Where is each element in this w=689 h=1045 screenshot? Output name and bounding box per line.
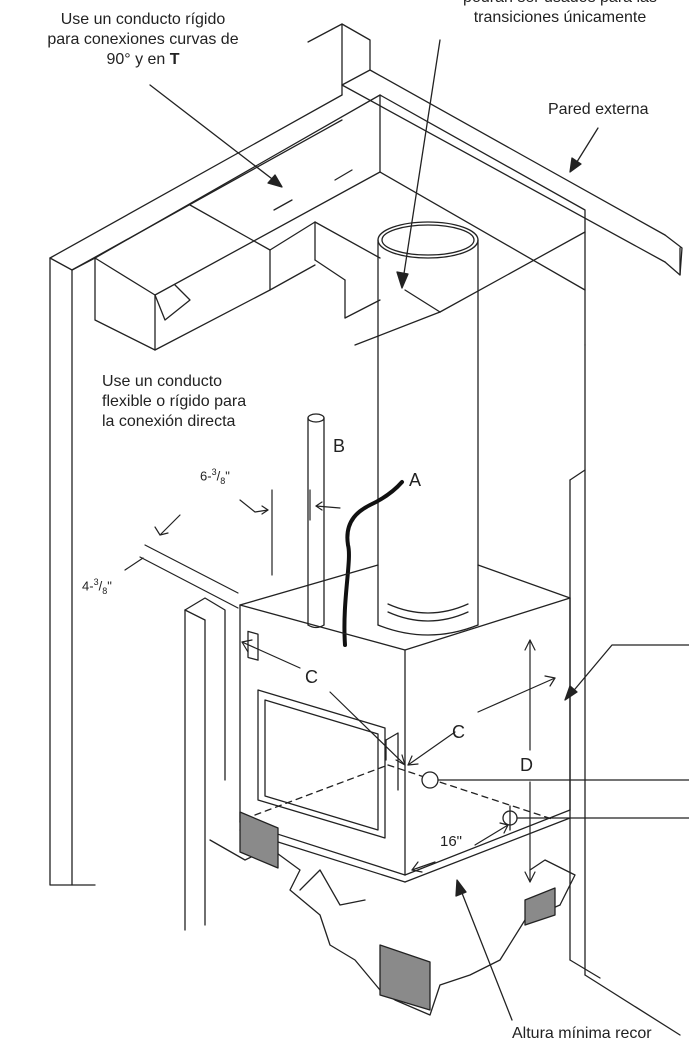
rigid-duct-line2: para conexiones curvas de xyxy=(47,31,239,48)
plenum-box xyxy=(94,94,586,351)
electrical-cable xyxy=(342,480,404,647)
dim1-den: 8 xyxy=(220,475,226,486)
floor-hole-marker xyxy=(421,771,439,789)
rigid-duct-bold-t: T xyxy=(169,51,180,68)
dimension-lines xyxy=(124,489,556,883)
dim1-num: 3 xyxy=(211,467,217,477)
leader-arrows xyxy=(149,39,689,1021)
transitions-line1: podrán ser usados para las xyxy=(420,0,689,8)
min-height-label: Altura mínima recor xyxy=(512,1025,652,1042)
label-c-right: C xyxy=(452,722,465,742)
dim2-num: 3 xyxy=(93,577,99,587)
gas-pipe xyxy=(307,413,325,629)
floor-slab xyxy=(209,811,576,1016)
dim2-unit: " xyxy=(107,578,112,594)
dimension-four-three-eighths: 4-3/8" xyxy=(82,577,112,596)
flexible-duct-line1: Use un conducto xyxy=(102,373,223,390)
dimension-sixteen: 16" xyxy=(440,833,463,850)
label-b: B xyxy=(333,436,346,456)
rigid-duct-line3-text: 90° y en xyxy=(106,51,170,68)
rigid-duct-line1: Use un conducto rígido xyxy=(60,11,226,28)
transitions-line2: transiciones únicamente xyxy=(473,9,647,26)
partition-panel xyxy=(184,597,399,931)
label-c-left: C xyxy=(305,667,318,687)
right-wall xyxy=(569,344,681,1036)
rigid-duct-line3: 90° y en T xyxy=(8,50,278,70)
flexible-duct-line3: la conexión directa xyxy=(102,413,236,430)
appliance-box xyxy=(239,564,571,883)
dim1-whole: 6- xyxy=(200,468,212,484)
dimension-six-three-eighths: 6-3/8" xyxy=(200,467,230,486)
label-a: A xyxy=(409,470,422,490)
floor-dashed-outline xyxy=(254,764,556,821)
outer-wall-label: Pared externa xyxy=(548,101,649,118)
dim2-den: 8 xyxy=(102,585,108,596)
rigid-duct-callout: Use un conducto rígido para conexiones c… xyxy=(8,10,278,70)
dim1-unit: " xyxy=(225,468,230,484)
flexible-duct-callout: Use un conducto flexible o rígido para l… xyxy=(102,372,246,432)
dim2-whole: 4- xyxy=(82,578,94,594)
label-d: D xyxy=(520,755,533,775)
transitions-callout: podrán ser usados para las transiciones … xyxy=(420,0,689,28)
flexible-duct-line2: flexible o rígido para xyxy=(102,393,247,410)
vent-pipe xyxy=(377,221,479,636)
